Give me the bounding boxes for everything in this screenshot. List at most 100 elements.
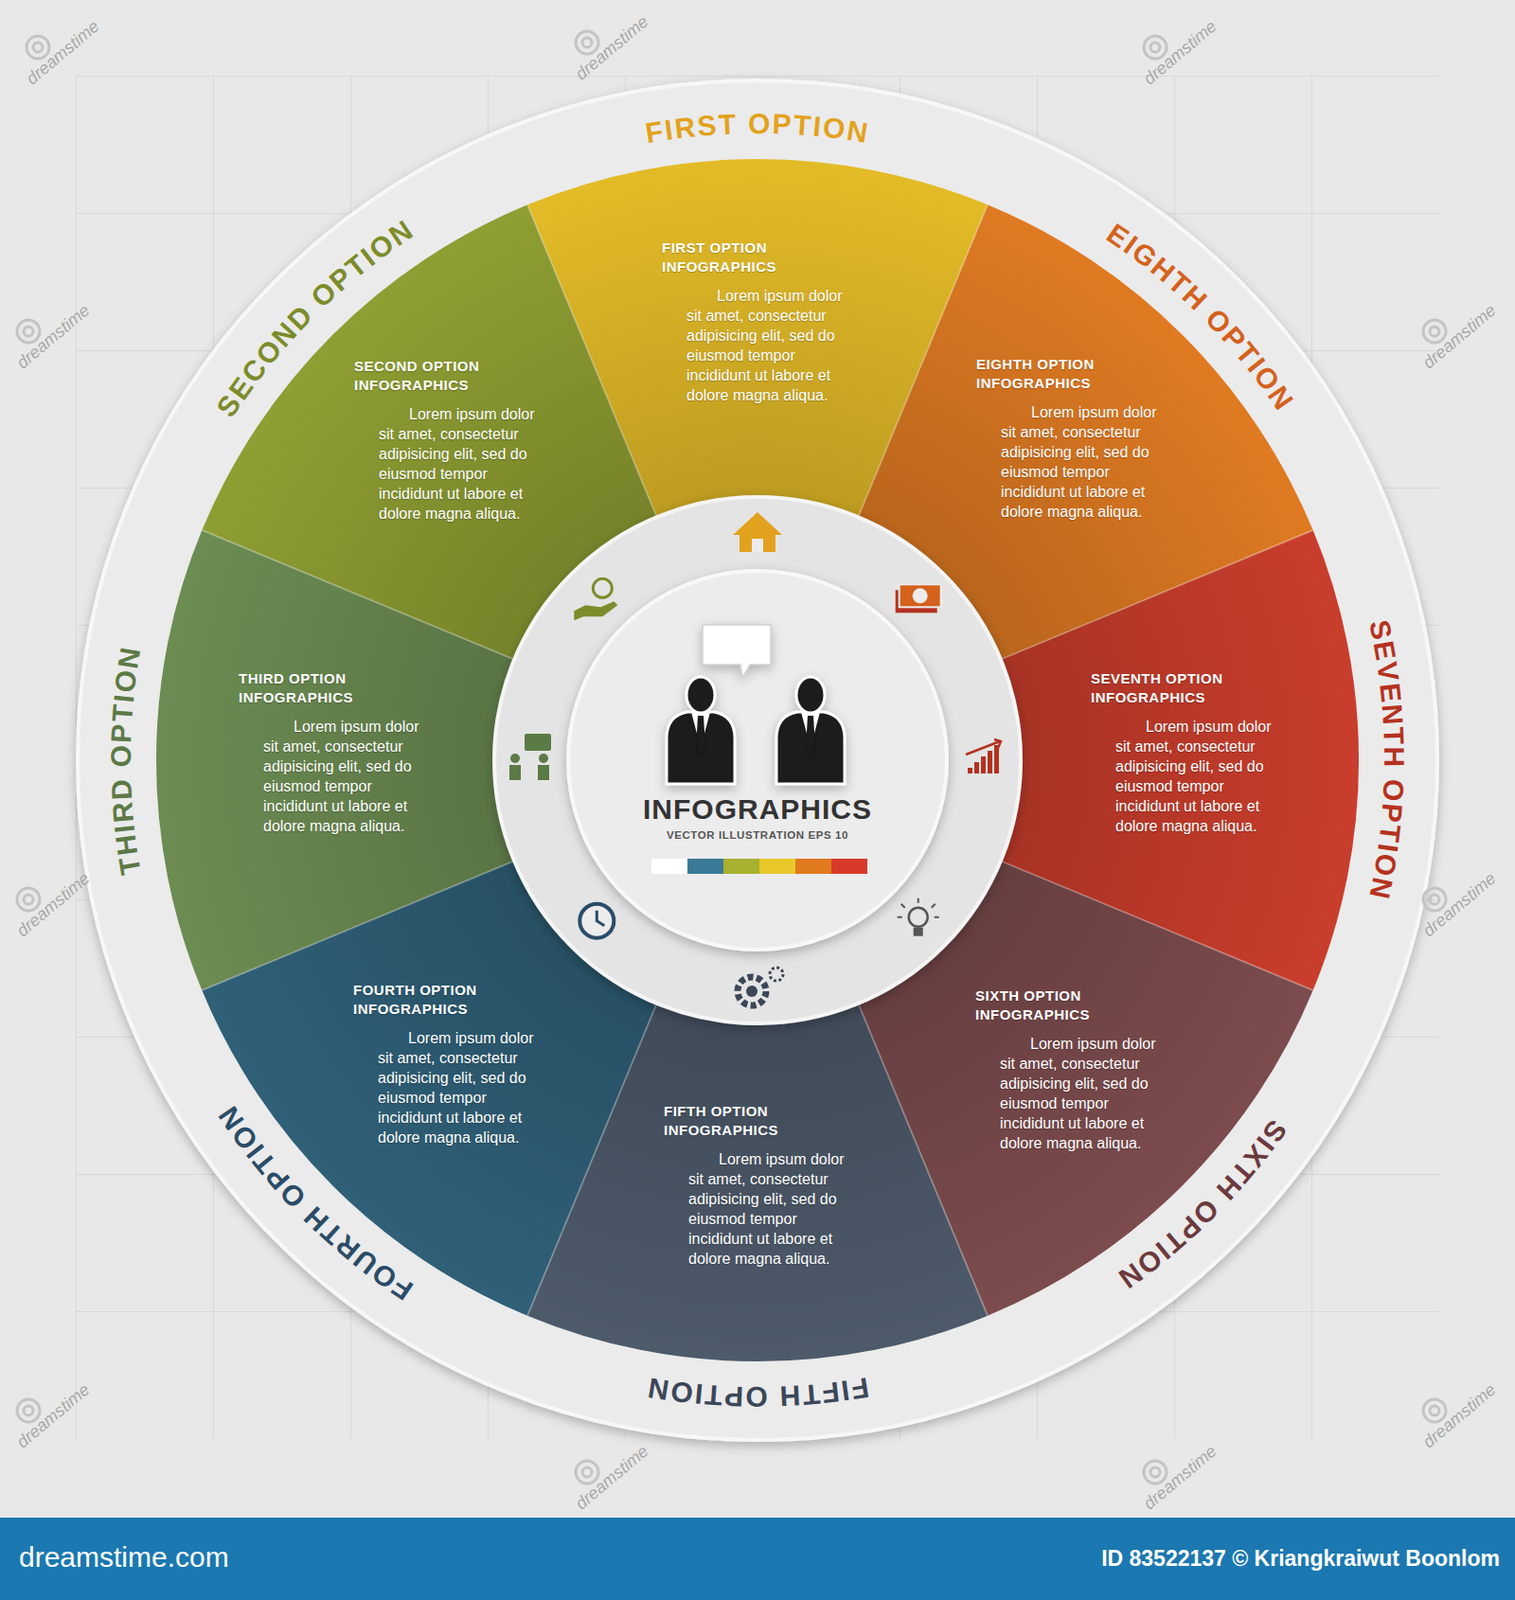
color-bar-swatch — [795, 858, 832, 874]
watermark-logo — [23, 326, 34, 337]
option-body: Lorem ipsum dolor sit amet, consectetur … — [686, 285, 857, 406]
watermark-logo — [1429, 1406, 1440, 1416]
banknote-coin — [912, 588, 928, 604]
bulb-base — [913, 927, 924, 937]
watermark-logo — [1150, 1467, 1160, 1478]
ring-label-path: FIRST OPTION — [642, 107, 873, 149]
hand — [573, 601, 618, 621]
option-body: Lorem ipsum dolor sit amet, consectetur … — [1000, 402, 1172, 522]
speech-bubble — [702, 624, 771, 678]
ring-labels: FIRST OPTIONSECOND OPTIONTHIRD OPTIONFOU… — [105, 107, 1410, 1413]
option-body: Lorem ipsum dolor sit amet, consectetur … — [999, 1033, 1171, 1154]
watermark: dreamstime — [13, 869, 94, 942]
segments — [156, 159, 1359, 1362]
color-bar-swatch — [687, 858, 724, 874]
option-segment: SIXTH OPTION INFOGRAPHICS Lorem ipsum dol… — [975, 986, 1179, 1154]
center-ring — [494, 497, 1021, 1024]
option-heading: SECOND OPTION INFOGRAPHICS — [354, 356, 535, 395]
ring-label-path: EIGHTH OPTION — [1101, 217, 1301, 417]
ring-label: FIRST OPTION — [642, 107, 873, 149]
watermark: dreamstime — [13, 301, 94, 374]
chart-bar — [994, 745, 999, 774]
outer-ring — [77, 80, 1438, 1441]
watermark-logo — [23, 1406, 34, 1416]
house-shape — [732, 512, 783, 553]
option-body: Lorem ipsum dolor sit amet, consectetur … — [263, 716, 434, 837]
bulb-icon — [897, 898, 940, 937]
chart-bar — [987, 750, 993, 774]
watermark: dreamstime — [1419, 869, 1500, 942]
watermark-logo — [1429, 894, 1440, 905]
color-bar-swatch — [651, 858, 688, 874]
option-body: Lorem ipsum dolor sit amet, consectetur … — [377, 1028, 549, 1148]
option-body: Lorem ipsum dolor sit amet, consectetur … — [1115, 716, 1286, 837]
option-heading: EIGHTH OPTION INFOGRAPHICS — [976, 355, 1157, 393]
footer-bar — [0, 1517, 1515, 1600]
watermark-logo — [23, 894, 34, 905]
clock-icon — [579, 904, 614, 939]
watermark: dreamstime — [571, 12, 653, 85]
center-subtitle: VECTOR ILLUSTRATION EPS 10 — [587, 829, 928, 841]
ring-label-path: FIFTH OPTION — [643, 1372, 872, 1413]
option-segment: FIFTH OPTION INFOGRAPHICS Lorem ipsum dol… — [663, 1102, 868, 1269]
gear-small — [769, 967, 784, 981]
businessman-head — [686, 677, 715, 713]
color-bar-swatch — [723, 858, 760, 874]
coin — [592, 578, 612, 598]
ring-label: EIGHTH OPTION — [1101, 217, 1301, 417]
person-head — [538, 753, 549, 764]
businessman-tie — [695, 715, 706, 756]
center-disc — [568, 570, 947, 950]
money-icon — [895, 584, 942, 613]
gear-large — [737, 977, 767, 1006]
footer-credit: ID 83522137 © Kriangkraiwut Boonlom — [1101, 1546, 1500, 1572]
center-title: INFOGRAPHICS VECTOR ILLUSTRATION EPS 10 — [587, 793, 928, 841]
wedge-shading — [156, 159, 1359, 1362]
person-body — [509, 765, 521, 781]
option-heading: FIRST OPTION INFOGRAPHICS — [661, 238, 842, 277]
clock-face — [579, 904, 614, 939]
option-heading: THIRD OPTION INFOGRAPHICS — [238, 669, 419, 708]
option-heading: SIXTH OPTION INFOGRAPHICS — [975, 986, 1156, 1025]
option-heading: FIFTH OPTION INFOGRAPHICS — [663, 1102, 844, 1141]
footer-site: dreamstime.com — [18, 1541, 230, 1574]
option-body: Lorem ipsum dolor sit amet, consectetur … — [378, 404, 550, 524]
icons — [509, 512, 1001, 1006]
color-bar-swatch — [759, 858, 796, 874]
person-body — [537, 765, 550, 781]
businessman-head — [796, 677, 825, 713]
option-heading: SEVENTH OPTION INFOGRAPHICS — [1090, 669, 1271, 708]
watermark-logo — [582, 37, 592, 48]
hand-money-icon — [573, 578, 618, 621]
option-segment: EIGHTH OPTION INFOGRAPHICS Lorem ipsum do… — [976, 355, 1180, 522]
chart-bar — [974, 762, 980, 774]
bulb-glass — [909, 908, 928, 927]
businessman-body — [666, 712, 735, 785]
watermark: dreamstime — [571, 1442, 653, 1515]
option-segment: FIRST OPTION INFOGRAPHICS Lorem ipsum dol… — [661, 238, 866, 406]
watermark: dreamstime — [13, 1380, 94, 1453]
banknote — [899, 584, 942, 607]
center-disc — [494, 497, 1021, 1024]
chart-bar — [967, 767, 973, 774]
option-segment: FOURTH OPTION INFOGRAPHICS Lorem ipsum do… — [353, 980, 557, 1148]
watermark: dreamstime — [1140, 17, 1221, 90]
center-heading: INFOGRAPHICS — [587, 793, 928, 826]
clock-hands — [596, 910, 605, 927]
bulb-rays — [897, 898, 940, 918]
watermark-logo — [582, 1467, 592, 1478]
ring-label: THIRD OPTION — [105, 643, 147, 878]
watermark: dreamstime — [1419, 1380, 1500, 1453]
watermark-logo — [1429, 326, 1440, 337]
house-icon — [732, 512, 783, 553]
outer-ring-disc — [77, 80, 1438, 1441]
watermark: dreamstime — [22, 17, 104, 90]
option-heading: FOURTH OPTION INFOGRAPHICS — [353, 980, 534, 1019]
chart-icon — [965, 739, 1001, 774]
watermark: dreamstime — [1419, 301, 1500, 374]
ring-label-path: THIRD OPTION — [105, 643, 147, 878]
person-head — [510, 753, 520, 764]
watermark-logo — [1150, 42, 1160, 53]
house-door — [751, 538, 764, 553]
option-body: Lorem ipsum dolor sit amet, consectetur … — [688, 1149, 859, 1269]
